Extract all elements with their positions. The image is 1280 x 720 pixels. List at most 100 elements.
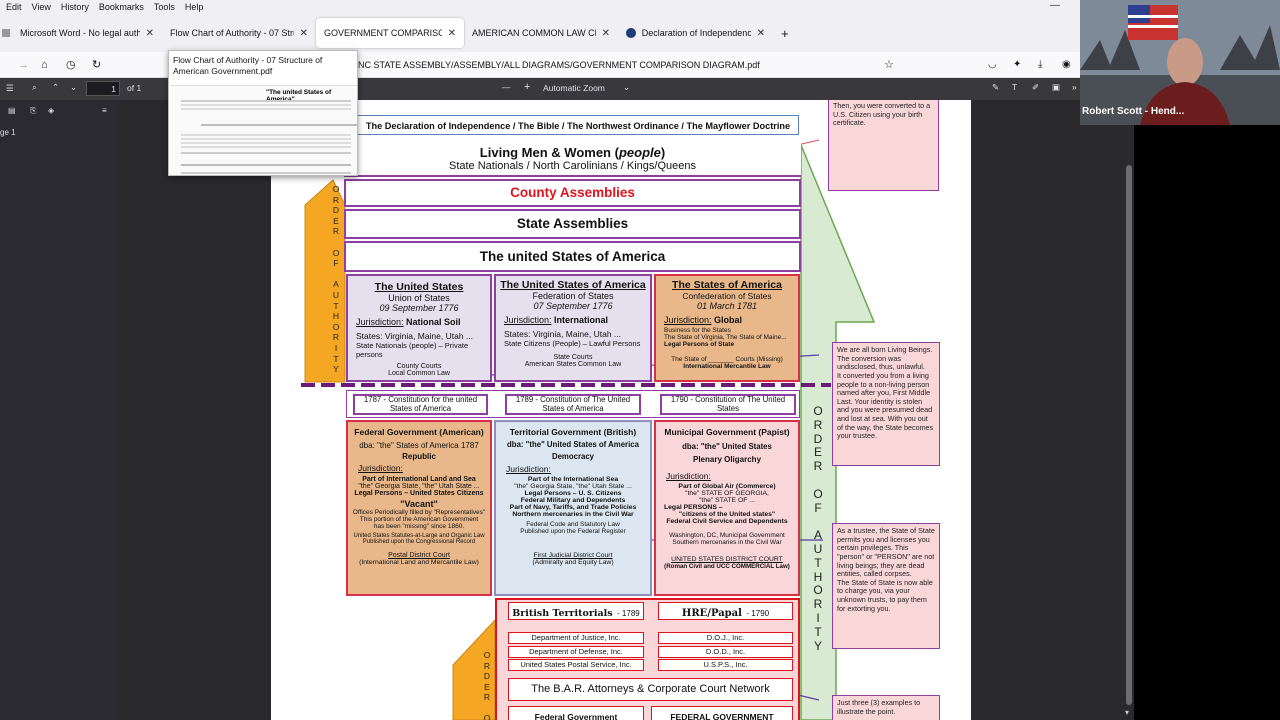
forward-icon[interactable]: → <box>18 58 29 71</box>
outline-icon[interactable]: ≡ <box>102 106 107 115</box>
note-birth-certificate: Then, you were converted to a U.S. Citiz… <box>828 100 939 191</box>
download-icon[interactable]: ⤓ <box>1038 59 1043 70</box>
tab-label: GOVERNMENT COMPARISON DIAG <box>324 28 442 38</box>
scroll-down-icon[interactable]: ▾ <box>1125 708 1130 717</box>
muni-juris-label: Jurisdiction: <box>666 471 711 481</box>
tab-declaration[interactable]: Declaration of Independence: A✕ <box>618 18 773 48</box>
zoom-out-button[interactable]: — <box>502 82 511 92</box>
url-bar[interactable]: NC STATE ASSEMBLY/ASSEMBLY/ALL DIAGRAMS/… <box>358 59 760 70</box>
find-icon[interactable]: ⌕ <box>32 82 37 92</box>
zoom-in-button[interactable]: + <box>524 81 531 93</box>
account-icon[interactable]: ◉ <box>1062 59 1071 70</box>
juris-label: Jurisdiction: <box>356 317 404 327</box>
history-icon[interactable]: ◷ <box>66 59 76 71</box>
order-left-letter: F <box>333 258 339 269</box>
col3-line2: The State of Virginia, The State of Main… <box>664 334 787 341</box>
federal-government-box: Federal Government (American) dba: "the"… <box>346 420 492 596</box>
pocket-icon[interactable]: ◡ <box>988 59 997 70</box>
dod-text: Department of Defense, Inc. <box>529 647 623 656</box>
bookmark-star-icon[interactable]: ☆ <box>884 59 894 71</box>
extensions-icon[interactable]: ✦ <box>1013 59 1022 70</box>
note-trustee: As a trustee, the State of State permits… <box>832 523 940 649</box>
state-assemblies-box: State Assemblies <box>344 209 801 239</box>
new-tab-button[interactable]: + <box>773 18 797 48</box>
terr-juris-label: Jurisdiction: <box>506 464 551 474</box>
muni-title: Municipal Government (Papist) <box>664 427 790 437</box>
page-count: of 1 <box>127 83 142 93</box>
fed-court: Postal District Court <box>388 552 450 559</box>
draw-icon[interactable]: ✐ <box>1032 82 1040 92</box>
close-tab-icon[interactable]: ✕ <box>299 27 308 39</box>
close-tab-icon[interactable]: ✕ <box>145 27 154 39</box>
tab-flow-chart[interactable]: Flow Chart of Authority - 07 Struc✕ <box>162 18 316 48</box>
prev-page-icon[interactable]: ⌃ <box>52 82 60 92</box>
fed-gov-caps-box: FEDERAL GOVERNMENT <box>651 706 793 720</box>
fed-form: Republic <box>402 452 436 461</box>
tab-common-law-chart[interactable]: AMERICAN COMMON LAW CHART✕ <box>464 18 618 48</box>
menu-view[interactable]: View <box>31 2 51 12</box>
terr-s2: Published upon the Federal Register <box>520 528 626 535</box>
menu-help[interactable]: Help <box>184 2 204 12</box>
close-tab-icon[interactable]: ✕ <box>447 27 456 39</box>
preview-heading: "The united States of America" <box>266 89 332 103</box>
tab-government-comparison[interactable]: GOVERNMENT COMPARISON DIAG ✕ <box>316 18 464 48</box>
minimize-icon[interactable]: — <box>1050 0 1060 11</box>
chevron-down-icon: ⌄ <box>623 82 631 92</box>
highlight-icon[interactable]: ✎ <box>992 82 1000 92</box>
reload-icon[interactable]: ↻ <box>92 59 102 71</box>
sidebar-toggle-icon[interactable]: ☰ <box>6 83 14 93</box>
usps-text: United States Postal Service, Inc. <box>520 660 632 669</box>
terr-court: First Judicial District Court <box>533 552 613 559</box>
order-right-letter: O <box>813 404 823 418</box>
order-right-letter: T <box>814 555 822 570</box>
note-three-examples: Just three (3) examples to illustrate th… <box>832 695 940 720</box>
tab-bar: Microsoft Word - No legal authorit✕ Flow… <box>0 14 1080 52</box>
page-number-input[interactable]: 1 <box>86 81 120 96</box>
municipal-government-box: Municipal Government (Papist) dba: "the"… <box>654 420 800 596</box>
col-states-of-america: The States of America Confederation of S… <box>654 274 800 382</box>
constitution-1787-text: 1787 - Constitution for the united State… <box>363 395 478 413</box>
scroll-thumb[interactable] <box>1126 165 1132 705</box>
state-assemblies: State Assemblies <box>516 216 629 231</box>
layers-icon[interactable]: ◈ <box>48 106 55 115</box>
more-tools-icon[interactable]: » <box>1072 82 1077 92</box>
col3-line3: Legal Persons of State <box>664 341 735 348</box>
close-tab-icon[interactable]: ✕ <box>601 27 610 39</box>
webcam-name: Robert Scott - Hend... <box>1082 106 1185 117</box>
order-right-letter: R <box>813 597 823 612</box>
menu-bookmarks[interactable]: Bookmarks <box>98 2 144 12</box>
menu-edit[interactable]: Edit <box>6 2 22 12</box>
living-title-em: people <box>618 145 661 160</box>
fed-dba: dba: "the" States of America 1787 <box>359 441 479 450</box>
home-icon[interactable]: ⌂ <box>41 58 48 71</box>
british-territorials-box: British Territorials - 1789 <box>508 602 644 620</box>
zoom-select[interactable]: Automatic Zoom ⌄ <box>539 81 633 97</box>
terr-j5: Part of Navy, Tariffs, and Trade Policie… <box>509 504 637 511</box>
col1-jurisdiction: Jurisdiction: National Soil <box>348 317 490 327</box>
fed-j3: Legal Persons – United States Citizens <box>354 490 484 497</box>
doj-text: Department of Justice, Inc. <box>531 633 621 642</box>
order-small-letter: D <box>483 671 491 681</box>
close-tab-icon[interactable]: ✕ <box>756 27 765 39</box>
tab-word-doc[interactable] <box>0 18 12 48</box>
col-united-states-of-america: The United States of America Federation … <box>494 274 652 382</box>
image-icon[interactable]: ▣ <box>1052 82 1061 92</box>
pdf-sidebar: ▤ ⎘ ◈ ≡ ge 1 <box>0 100 118 720</box>
navigation-bar: → ⌂ ◷ ↻ NC STATE ASSEMBLY/ASSEMBLY/ALL D… <box>0 52 1080 78</box>
next-page-icon[interactable]: ⌄ <box>70 82 78 92</box>
order-small-letter: E <box>484 681 490 692</box>
menu-history[interactable]: History <box>60 2 89 12</box>
tab-word-doc[interactable]: Microsoft Word - No legal authorit✕ <box>12 18 162 48</box>
sidebar-item-page[interactable]: ge 1 <box>0 128 16 137</box>
menu-tools[interactable]: Tools <box>153 2 175 12</box>
thumbnails-icon[interactable]: ▤ <box>8 106 16 115</box>
col2-states: States: Virginia, Maine, Utah ... <box>504 329 622 339</box>
col3-subtitle: Confederation of States <box>682 291 772 301</box>
terr-dba: dba: "the" United States of America <box>507 440 639 449</box>
fed-j1: Part of International Land and Sea <box>362 476 476 483</box>
text-icon[interactable]: T <box>1012 82 1018 92</box>
attachments-icon[interactable]: ⎘ <box>30 106 37 115</box>
living-people-box: Living Men & Women (people) State Nation… <box>344 143 801 177</box>
fed-juris-label: Jurisdiction: <box>358 463 403 473</box>
col1-subtitle: Union of States <box>388 293 450 303</box>
